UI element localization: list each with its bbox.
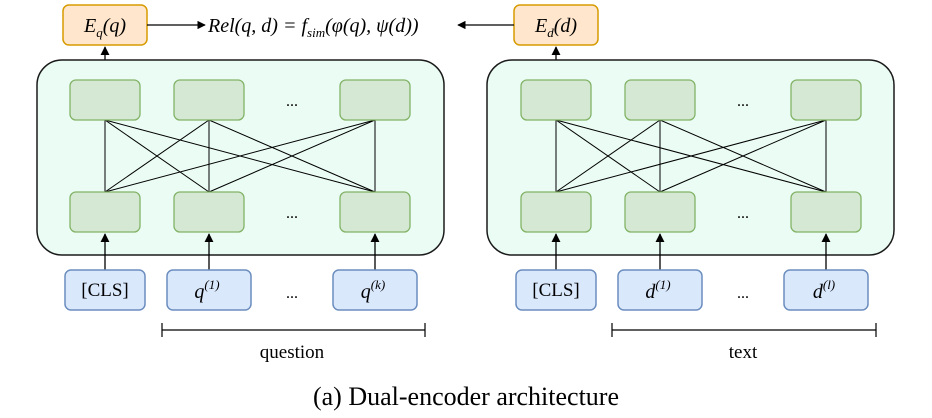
left-input-cls-label: [CLS]	[81, 280, 129, 301]
right-input-dl-box	[783, 269, 869, 311]
right-span-bracket	[611, 323, 877, 337]
left-input-qk-label: q(k)	[361, 277, 385, 303]
left-attention-connections	[104, 119, 376, 193]
right-hidden-bottom-1	[520, 191, 592, 233]
right-hidden-bottom-2	[624, 191, 696, 233]
left-input-ellipsis: ...	[286, 285, 298, 302]
relevance-formula: Rel(q, d) = fsim(φ(q), ψ(d))	[207, 15, 419, 40]
right-hidden-top-2	[624, 79, 696, 121]
right-input-ellipsis: ...	[737, 285, 749, 302]
right-input-cls-label: [CLS]	[532, 280, 580, 301]
query-output-label: Eq(q)	[83, 15, 126, 40]
right-hidden-top-1	[520, 79, 592, 121]
left-bottom-ellipsis: ...	[286, 205, 298, 222]
left-hidden-top-1	[69, 79, 141, 121]
right-input-d1-label: d(1)	[645, 277, 670, 303]
left-input-qk-box	[332, 269, 418, 311]
left-top-ellipsis: ...	[286, 93, 298, 110]
left-span-label: question	[260, 342, 325, 363]
right-attention-connections	[555, 119, 827, 193]
right-input-d1-box	[617, 269, 703, 311]
right-top-ellipsis: ...	[737, 93, 749, 110]
figure-caption: (a) Dual-encoder architecture	[313, 382, 619, 411]
left-hidden-top-2	[173, 79, 245, 121]
left-hidden-bottom-1	[69, 191, 141, 233]
left-hidden-bottom-3	[339, 191, 411, 233]
left-hidden-top-3	[339, 79, 411, 121]
right-span-label: text	[729, 342, 758, 363]
left-input-cls-box	[64, 269, 146, 311]
left-input-q1-box	[166, 269, 252, 311]
left-span-bracket	[161, 323, 426, 337]
right-input-dl-label: d(l)	[813, 277, 835, 303]
right-input-cls-box	[515, 269, 597, 311]
right-hidden-bottom-3	[790, 191, 862, 233]
left-hidden-bottom-2	[173, 191, 245, 233]
left-input-q1-label: q(1)	[194, 277, 219, 303]
doc-output-label: Ed(d)	[534, 15, 577, 40]
right-bottom-ellipsis: ...	[737, 205, 749, 222]
right-hidden-top-3	[790, 79, 862, 121]
